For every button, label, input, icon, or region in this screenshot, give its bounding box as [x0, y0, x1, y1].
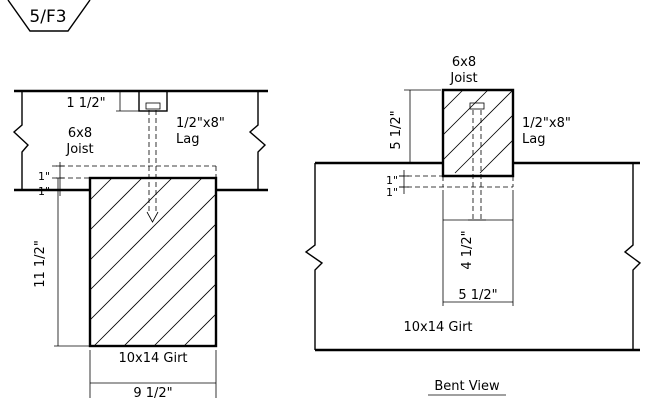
detail-tag-border — [7, 0, 91, 32]
right-joist-label-size: 6x8 — [452, 55, 476, 70]
right-hidden-lines — [399, 175, 514, 188]
right-dim-width: 5 1/2" — [443, 288, 513, 303]
right-lag-bolt: 1/2"x8" Lag — [468, 102, 571, 221]
right-dim-joist-height-label: 5 1/2" — [389, 110, 404, 149]
right-joist-hatching — [443, 90, 513, 174]
right-dim-step-a-label: 1" — [386, 174, 398, 187]
left-dim-height: 11 1/2" — [33, 178, 90, 347]
left-girt-hatching — [90, 178, 216, 346]
right-break-line-right — [623, 163, 642, 350]
right-lag-label-size: 1/2"x8" — [522, 116, 571, 131]
right-break-line-left — [304, 163, 324, 350]
right-girt-label: 10x14 Girt — [403, 320, 472, 335]
left-joist-label-name: Joist — [65, 142, 93, 157]
right-lag-label-type: Lag — [522, 132, 545, 147]
left-dim-top-offset: 1 1/2" — [66, 90, 140, 112]
left-dim-width: 9 1/2" — [89, 350, 217, 401]
right-girt: 10x14 Girt — [304, 161, 642, 352]
detail-tag-label: 5/F3 — [29, 7, 66, 27]
left-dim-width-label: 9 1/2" — [133, 386, 172, 401]
left-dim-step-a-label: 1" — [38, 170, 50, 183]
right-joist-label-name: Joist — [449, 71, 477, 86]
right-dim-steps: 1" 1" — [386, 170, 409, 199]
left-joist-outline — [12, 89, 268, 192]
left-break-line-right — [248, 91, 267, 190]
left-lag-label-type: Lag — [176, 132, 199, 147]
left-girt: 10x14 Girt — [88, 176, 218, 366]
left-dim-step-b-label: 1" — [38, 185, 50, 198]
left-section-view: 1 1/2" 1/2"x8" Lag 6x8 Joist 1" 1" 10x — [12, 89, 268, 401]
bent-view-title-text: Bent View — [434, 379, 500, 394]
left-hidden-lines — [52, 165, 217, 179]
right-bent-view: 6x8 Joist 10x14 Girt 1/2"x8" Lag — [304, 55, 642, 396]
left-lag-bolt — [138, 90, 168, 223]
right-dim-width-label: 5 1/2" — [458, 288, 497, 303]
left-dim-steps: 1" 1" — [38, 162, 64, 198]
detail-tag: 5/F3 — [7, 0, 91, 32]
left-lag-label-size: 1/2"x8" — [176, 116, 225, 131]
left-dim-height-label: 11 1/2" — [33, 240, 48, 288]
right-dim-lag-depth-label: 4 1/2" — [460, 230, 475, 269]
left-break-line-left — [12, 91, 29, 190]
right-dim-step-b-label: 1" — [386, 186, 398, 199]
right-dim-lag-depth: 4 1/2" — [442, 190, 514, 306]
left-joist-label-size: 6x8 — [68, 126, 92, 141]
right-dim-joist-height: 5 1/2" — [389, 89, 441, 164]
right-joist: 6x8 Joist — [441, 55, 515, 174]
left-girt-label: 10x14 Girt — [118, 351, 187, 366]
left-dim-top-offset-label: 1 1/2" — [66, 96, 105, 111]
bent-view-title: Bent View — [428, 379, 506, 396]
